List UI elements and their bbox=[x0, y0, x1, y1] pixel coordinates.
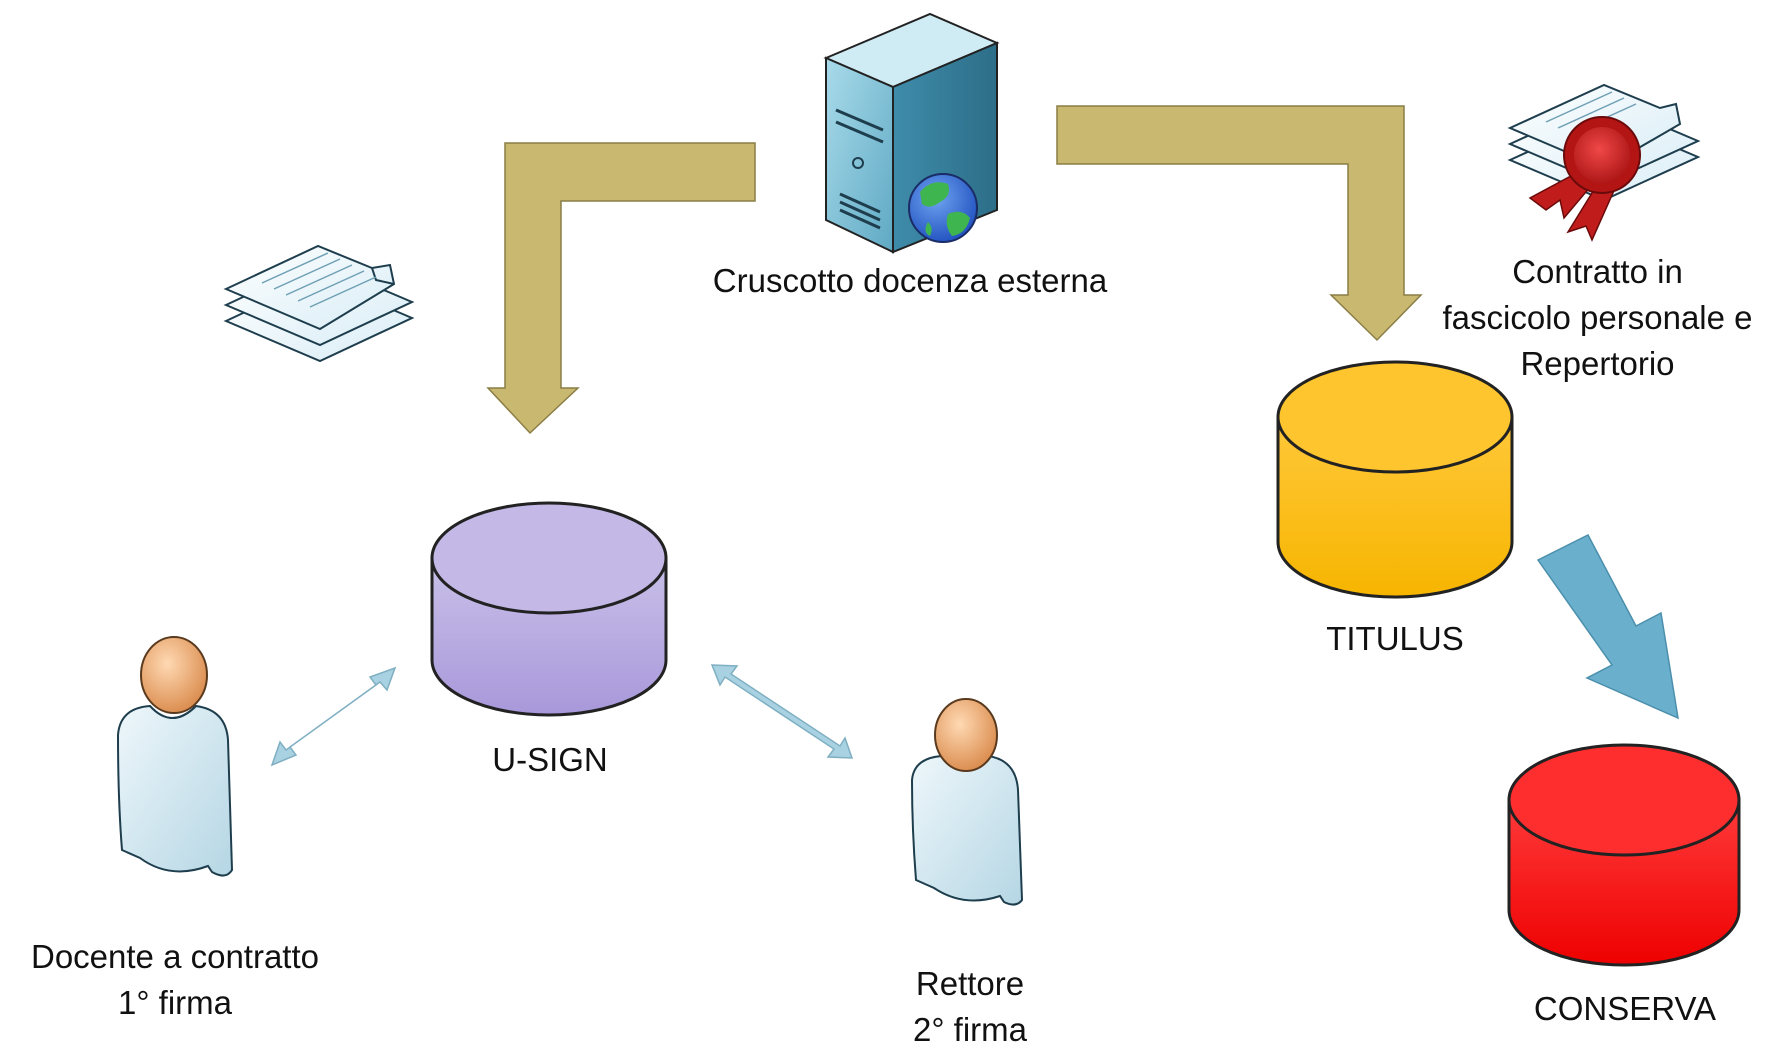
docente-label: Docente a contratto 1° firma bbox=[0, 934, 350, 1026]
documents-icon bbox=[223, 244, 415, 363]
contratto-label-line1: Contratto in bbox=[1512, 253, 1683, 290]
docente-label-line2: 1° firma bbox=[117, 984, 233, 1021]
sign-arrow-docente bbox=[270, 666, 397, 767]
certified-document-icon bbox=[1507, 83, 1701, 242]
rettore-user-icon bbox=[910, 698, 1024, 906]
globe-icon bbox=[908, 173, 978, 243]
conserva-database-icon bbox=[1507, 743, 1741, 967]
rettore-label-line1: Rettore bbox=[915, 965, 1025, 1002]
titulus-label: TITULUS bbox=[1326, 620, 1464, 657]
docente-label-line1: Docente a contratto bbox=[30, 938, 319, 975]
rettore-label: Rettore 2° firma bbox=[870, 961, 1070, 1053]
flow-arrow-to-titulus bbox=[1056, 105, 1423, 342]
contratto-label-line3: Repertorio bbox=[1520, 345, 1675, 382]
titulus-database-icon bbox=[1276, 360, 1514, 599]
rettore-label-line2: 2° firma bbox=[912, 1011, 1028, 1048]
flow-arrow-to-usign bbox=[486, 142, 756, 435]
usign-label: U-SIGN bbox=[492, 741, 608, 778]
archive-arrow bbox=[1536, 534, 1679, 720]
server-label: Cruscotto docenza esterna bbox=[712, 262, 1108, 299]
contratto-label-line2: fascicolo personale e bbox=[1442, 299, 1753, 336]
usign-database-icon bbox=[430, 501, 668, 717]
contratto-label: Contratto in fascicolo personale e Reper… bbox=[1420, 249, 1775, 387]
sign-arrow-rettore bbox=[710, 664, 854, 759]
docente-user-icon bbox=[116, 636, 234, 877]
conserva-label: CONSERVA bbox=[1533, 990, 1717, 1027]
